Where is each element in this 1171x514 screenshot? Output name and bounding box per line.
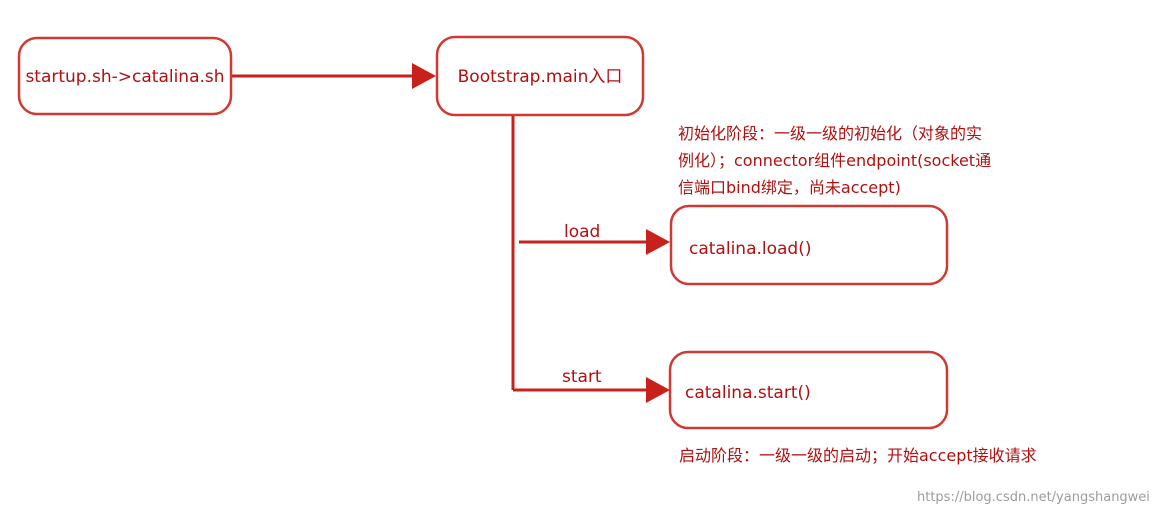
start-edge-label: start [562, 367, 602, 387]
start-arrowhead [646, 377, 670, 403]
init-note-line-2: 例化）；connector组件endpoint(socket通 [678, 151, 991, 170]
load-node: catalina.load() [669, 204, 949, 286]
init-note-line-3: 信端口bind绑定，尚未accept) [678, 178, 901, 197]
bootstrap-node-label: Bootstrap.main入口 [458, 67, 623, 87]
init-note-line-1: 初始化阶段：一级一级的初始化（对象的实 [678, 124, 982, 143]
load-node-label: catalina.load() [689, 239, 812, 259]
startup-node-box [17, 36, 233, 116]
start-phase-note: 启动阶段：一级一级的启动；开始accept接收请求 [679, 446, 1037, 465]
bootstrap-node: Bootstrap.main入口 [435, 35, 645, 117]
load-edge-label: load [564, 222, 600, 242]
startup-node: startup.sh->catalina.sh [17, 36, 233, 116]
init-phase-note: 初始化阶段：一级一级的初始化（对象的实 例化）；connector组件endpo… [678, 124, 991, 197]
bootstrap-node-box [435, 35, 645, 117]
load-node-box [669, 204, 949, 286]
startup-node-label: startup.sh->catalina.sh [25, 67, 224, 87]
watermark: https://blog.csdn.net/yangshangwei [917, 490, 1150, 505]
start-node-box [668, 350, 949, 430]
start-node-label: catalina.start() [685, 383, 811, 403]
startup-to-bootstrap-arrowhead [412, 63, 436, 89]
start-node: catalina.start() [668, 350, 949, 430]
load-arrowhead [646, 229, 670, 255]
